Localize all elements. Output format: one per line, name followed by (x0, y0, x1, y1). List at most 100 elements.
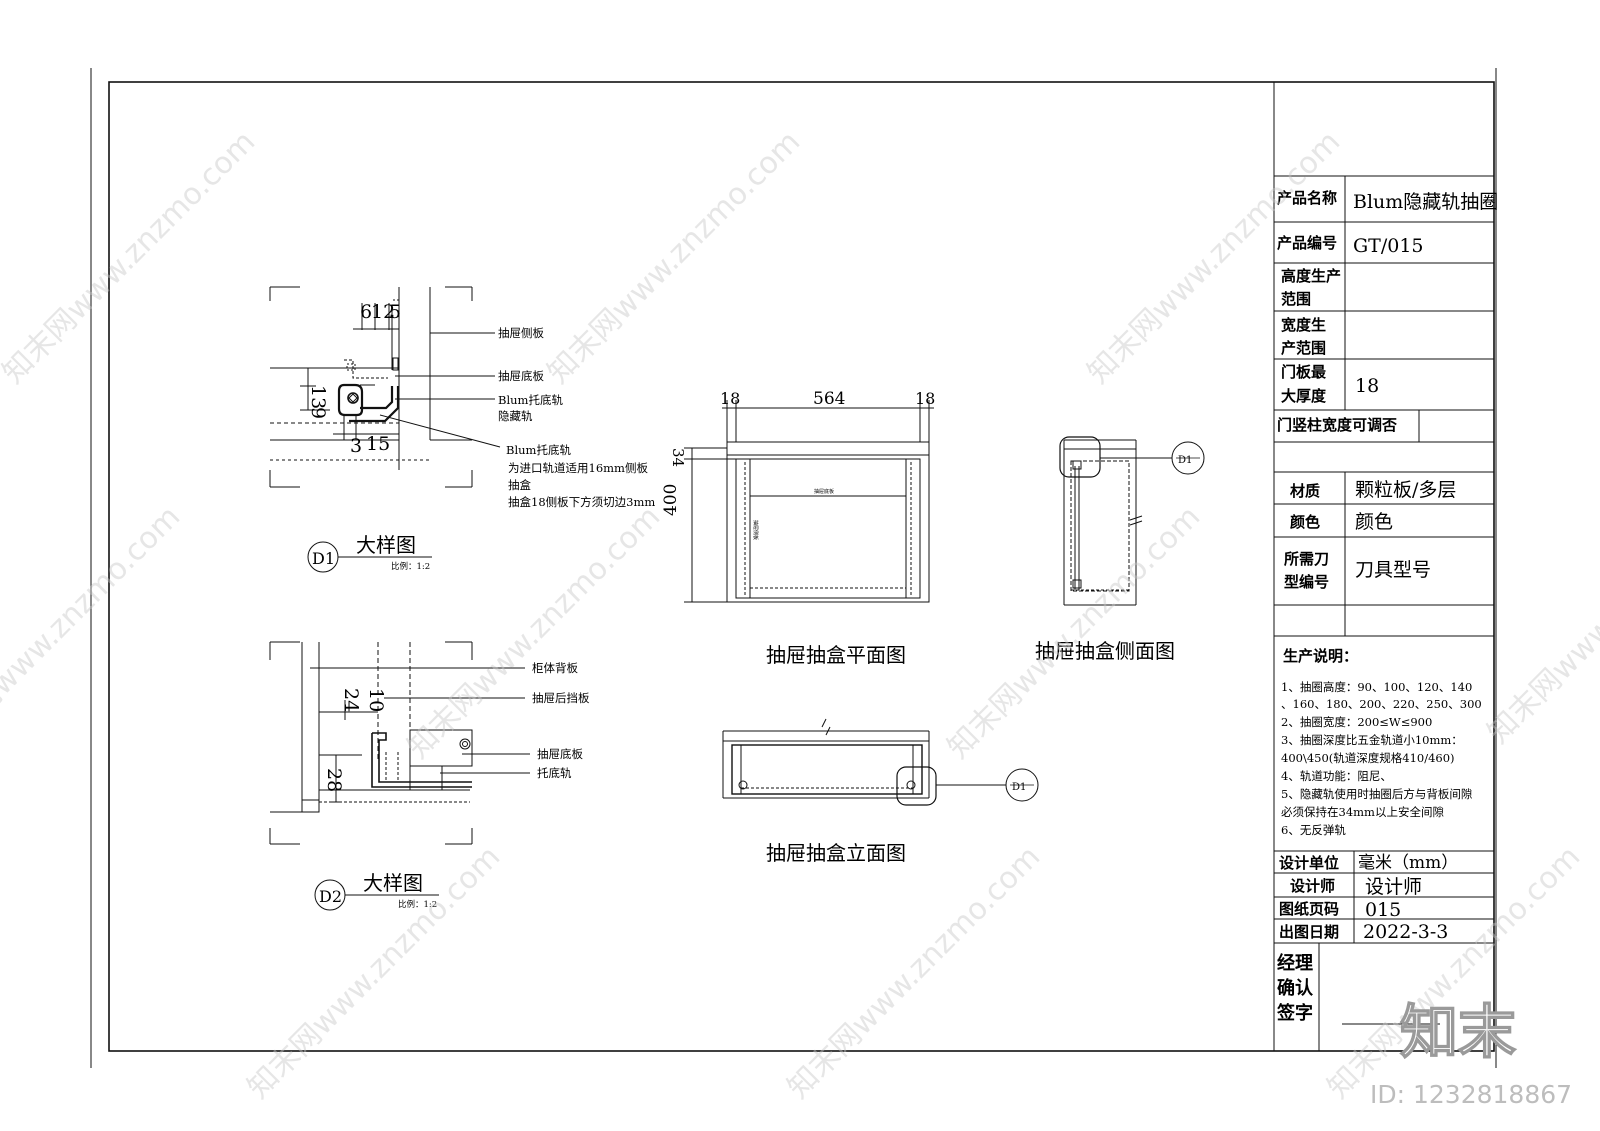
title-block (1273, 82, 1494, 1051)
note-line: 6、无反弹轨 (1281, 823, 1346, 837)
watermark-layer: 知末网www.znzmo.com 知末网www.znzmo.com 知末网www… (0, 124, 1600, 1109)
callout-label: 抽屉侧板 (498, 326, 544, 340)
detail-d1 (269, 286, 501, 488)
elevation-view (722, 718, 1039, 806)
dim-label: 10 (365, 688, 387, 712)
side-view-text: D1 抽屉抽盒侧面图 (1035, 455, 1200, 663)
tool-label: 所需刀 (1284, 550, 1329, 568)
note-line: 5、隐藏轨使用时抽圈后方与背板间隙 (1281, 787, 1473, 801)
tool-value: 刀具型号 (1355, 559, 1431, 581)
plan-view-text: 18 564 18 34 400 抽屉底板 抽屉侧板 抽屉抽盒平面图 (661, 389, 935, 667)
dim-label: 28 (323, 768, 345, 792)
view-tag: D1 (1012, 782, 1026, 793)
watermark-text: 知末网www.znzmo.com (0, 499, 187, 765)
callout-label: 为进口轨道适用16mm侧板 (508, 461, 648, 475)
dim-label: 400 (661, 484, 681, 516)
callout-label: 抽屉底板 (498, 369, 544, 383)
side-view-title: 抽屉抽盒侧面图 (1035, 639, 1175, 663)
detail-d2-text: 10 24 28 柜体背板 抽屉后挡板 抽屉底板 托底轨 D2 大样图 比例：1… (314, 661, 590, 911)
detail-tag: D1 (312, 549, 335, 568)
plan-view (684, 400, 934, 603)
detail-scale: 比例：1:2 (391, 561, 430, 572)
product-name-label: 产品名称 (1277, 189, 1337, 207)
dim-label: 34 (669, 448, 687, 467)
callout-label: Blum托底轨 (498, 393, 563, 407)
material-value: 颗粒板/多层 (1355, 479, 1456, 501)
detail-title: 大样图 (363, 871, 423, 895)
manager-label-2: 确认 (1277, 977, 1314, 999)
dim-label: 24 (340, 688, 362, 712)
detail-d1-text: 6 12 5 13 9 3 15 抽屉侧板 抽屉底板 Blum托底轨 隐藏轨 B… (307, 301, 655, 573)
drawing-frame (90, 68, 1497, 1068)
door-thickness-label: 门板最 (1281, 363, 1327, 381)
product-code: GT/015 (1353, 235, 1424, 257)
callout-label: Blum托底轨 (506, 443, 571, 457)
detail-d2 (269, 641, 530, 845)
page-label: 图纸页码 (1279, 900, 1339, 918)
page-value: 015 (1365, 899, 1401, 921)
watermark-text: 知末网www.znzmo.com (781, 839, 1047, 1105)
designer-value: 设计师 (1365, 876, 1422, 898)
height-range-label: 高度生产 (1281, 267, 1341, 285)
callout-label: 抽盒 (508, 478, 531, 492)
watermark-text: 知末网www.znzmo.com (541, 124, 807, 390)
designer-label: 设计师 (1290, 877, 1335, 895)
color-value: 颜色 (1355, 511, 1393, 533)
date-value: 2022-3-3 (1363, 921, 1448, 943)
unit-label: 设计单位 (1279, 854, 1339, 872)
note-line: 400\450(轨道深度规格410/460) (1281, 751, 1455, 765)
note-line: 1、抽圈高度：90、100、120、140 (1281, 680, 1472, 694)
detail-tag: D2 (319, 887, 342, 906)
dim-label: 12 (371, 301, 395, 323)
callout-label: 抽屉后挡板 (532, 691, 590, 705)
title-block-text: 产品名称 Blum隐藏轨抽圈 产品编号 GT/015 高度生产 范围 宽度生 产… (1276, 189, 1498, 1024)
view-tag: D1 (1178, 455, 1192, 466)
manager-label-3: 签字 (1276, 1002, 1313, 1024)
callout-label: 隐藏轨 (498, 409, 533, 423)
callout-label: 抽屉底板 (537, 747, 583, 761)
note-line: 2、抽圈宽度：200≤W≤900 (1281, 715, 1432, 729)
product-code-label: 产品编号 (1277, 234, 1337, 252)
callout-label: 托底轨 (537, 766, 572, 780)
plan-inner-label: 抽屉底板 (814, 488, 834, 495)
dim-label: 3 (350, 435, 362, 457)
detail-scale: 比例：1:2 (398, 899, 437, 910)
door-thickness-label-2: 大厚度 (1281, 387, 1327, 405)
width-range-label-2: 产范围 (1281, 339, 1326, 357)
watermark-text: 知末网www.znzmo.com (1481, 484, 1600, 750)
callout-label: 柜体背板 (532, 661, 578, 675)
height-range-label-2: 范围 (1281, 290, 1311, 308)
notes-title: 生产说明： (1283, 647, 1358, 665)
dim-label: 13 (307, 385, 329, 409)
plan-side-label: 抽屉侧板 (752, 520, 759, 540)
dim-label: 6 (360, 301, 372, 323)
tool-label-2: 型编号 (1284, 573, 1329, 591)
watermark-id: ID: 1232818867 (1370, 1080, 1572, 1109)
width-range-label: 宽度生 (1280, 316, 1326, 334)
dim-label: 5 (389, 301, 401, 323)
watermark-logo: 知末 (1400, 998, 1516, 1066)
dim-label: 15 (366, 433, 390, 455)
dim-label: 9 (307, 407, 329, 419)
elevation-view-text: D1 抽屉抽盒立面图 (766, 782, 1034, 865)
note-line: 必须保持在34mm以上安全间隙 (1281, 805, 1444, 819)
material-label: 材质 (1290, 482, 1320, 500)
watermark-text: 知末网www.znzmo.com (0, 124, 262, 390)
door-thickness-value: 18 (1355, 375, 1379, 397)
unit-value: 毫米（mm） (1358, 853, 1458, 873)
dim-label: 18 (915, 389, 935, 408)
elevation-view-title: 抽屉抽盒立面图 (766, 841, 906, 865)
dim-label: 18 (720, 389, 740, 408)
color-label: 颜色 (1290, 513, 1320, 531)
date-label: 出图日期 (1279, 923, 1339, 941)
note-line: 4、轨道功能：阻尼、 (1281, 769, 1392, 783)
stile-adjustable-label: 门竖柱宽度可调否 (1277, 416, 1397, 434)
dim-label: 564 (813, 389, 845, 409)
note-line: 3、抽圈深度比五金轨道小10mm： (1281, 733, 1463, 747)
plan-view-title: 抽屉抽盒平面图 (766, 643, 906, 667)
watermark-text: 知末网www.znzmo.com (401, 499, 667, 765)
product-name: Blum隐藏轨抽圈 (1353, 191, 1498, 213)
side-view (1059, 436, 1205, 606)
manager-label: 经理 (1277, 952, 1313, 974)
